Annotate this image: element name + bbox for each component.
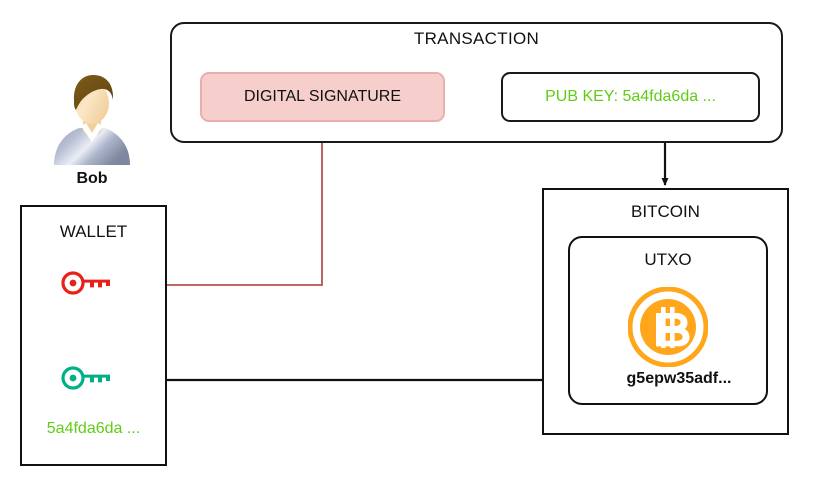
connector-private-key-to-signature — [112, 134, 326, 286]
public-key-label: PUB KEY: 5a4fda6da ... — [545, 88, 716, 105]
transaction-title: TRANSACTION — [413, 29, 540, 48]
wallet-title: WALLET — [59, 222, 128, 241]
user-avatar-icon — [54, 75, 130, 165]
digital-signature-label: DIGITAL SIGNATURE — [243, 88, 402, 105]
wallet-address: 5a4fda6da ... — [46, 420, 141, 437]
avatar — [48, 70, 136, 165]
public-key-box[interactable]: PUB KEY: 5a4fda6da ... — [501, 72, 760, 122]
avatar-name: Bob — [76, 170, 108, 187]
public-key-icon[interactable] — [60, 363, 116, 393]
wallet-panel — [20, 205, 167, 466]
utxo-title: UTXO — [644, 250, 692, 269]
bitcoin-title: BITCOIN — [631, 202, 700, 221]
utxo-address: g5epw35adf... — [626, 370, 732, 387]
private-key-icon[interactable] — [60, 268, 116, 298]
digital-signature-box[interactable]: DIGITAL SIGNATURE — [200, 72, 445, 122]
bitcoin-logo-icon — [627, 286, 709, 368]
